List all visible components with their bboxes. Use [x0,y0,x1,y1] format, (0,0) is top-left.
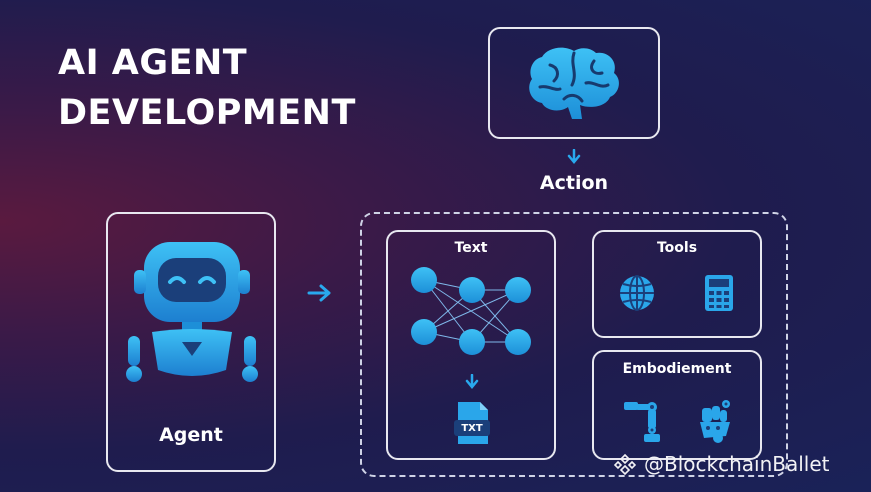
brain-icon [529,47,619,119]
text-label: Text [454,240,488,256]
action-group [360,212,788,477]
calculator-icon [705,275,733,311]
agent-label: Agent [159,424,223,446]
page-title: AI AGENT DEVELOPMENT [58,38,356,138]
brain-box [488,27,660,139]
arrow-right-icon [307,284,331,302]
robot-hand-icon [700,400,730,443]
tools-box: Tools [592,230,762,338]
embodiment-label: Embodiement [622,361,732,377]
tools-label: Tools [656,240,698,256]
txt-file-icon [454,402,490,444]
arrow-down-icon [567,149,581,164]
neural-network-icon [411,267,531,355]
arrow-down-icon [465,374,479,389]
watermark: @BlockchainBallet [614,452,830,476]
text-box: Text TXT [386,230,556,460]
robot-arm-icon [624,402,660,442]
action-label: Action [539,172,609,194]
robot-icon [126,242,258,382]
txt-file-label: TXT [461,423,483,434]
logo-icon [614,453,636,475]
watermark-text: @BlockchainBallet [644,452,830,476]
agent-box: Agent [106,212,276,472]
title-line-2: DEVELOPMENT [58,93,356,133]
title-line-1: AI AGENT [58,43,248,83]
embodiment-box: Embodiement [592,350,762,460]
globe-icon [620,275,654,311]
